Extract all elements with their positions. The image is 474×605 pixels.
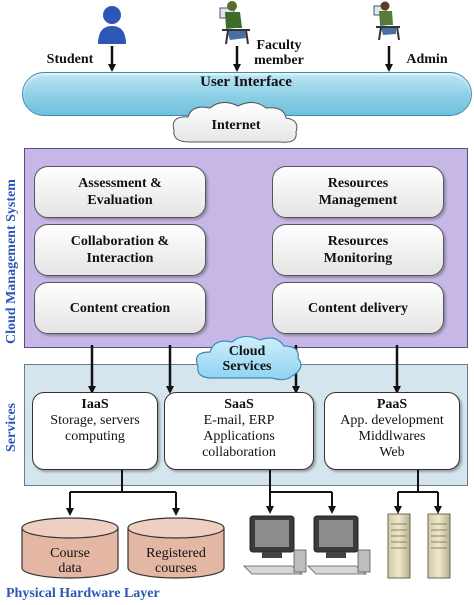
assessment-line2: Evaluation (87, 193, 153, 208)
services-side-label: Services (4, 403, 19, 452)
paas-line1: App. development (340, 413, 444, 428)
saas-line2: Applications (203, 429, 275, 444)
saas-connectors (269, 470, 332, 493)
admin-label: Admin (406, 52, 448, 67)
collaboration-interaction-box: Collaboration & Interaction (34, 224, 206, 276)
paas-line2: Middlwares (358, 429, 426, 444)
faculty-label: Faculty member (246, 38, 312, 68)
iaas-line1: Storage, servers (50, 413, 140, 428)
cloud-services-label: Cloud Services (204, 344, 290, 374)
paas-title: PaaS (376, 397, 408, 412)
collaboration-line1: Collaboration & (70, 234, 170, 249)
faculty-label-line2: member (254, 53, 304, 68)
cloud-services-cloud (195, 335, 302, 381)
resources-monitoring-line2: Monitoring (323, 251, 393, 266)
iaas-title: IaaS (81, 397, 109, 412)
physical-hardware-layer-label: Physical Hardware Layer (6, 586, 160, 601)
assessment-line1: Assessment & (78, 176, 162, 191)
saas-title: SaaS (224, 397, 254, 412)
registered-courses-line2: courses (155, 561, 197, 576)
faculty-figure-icon (219, 1, 250, 45)
registered-courses-line1: Registered (146, 546, 206, 561)
paas-box: PaaS App. development Middlwares Web (324, 392, 460, 470)
saas-box: SaaS E-mail, ERP Applications collaborat… (164, 392, 314, 470)
server-tower-icon-2 (427, 513, 451, 579)
admin-figure-icon (373, 1, 400, 41)
paas-line3: Web (379, 445, 405, 460)
iaas-line2: computing (65, 429, 125, 444)
saas-line3: collaboration (202, 445, 276, 460)
saas-line1: E-mail, ERP (203, 413, 275, 428)
iaas-connectors (70, 470, 176, 493)
student-figure-icon (98, 6, 126, 44)
paas-connectors (398, 470, 438, 493)
resources-management-line2: Management (318, 193, 398, 208)
iaas-box: IaaS Storage, servers computing (32, 392, 158, 470)
registered-courses-label: Registered courses (128, 546, 224, 576)
course-data-line2: data (58, 561, 82, 576)
content-creation-label: Content creation (69, 300, 171, 316)
content-delivery-label: Content delivery (308, 300, 408, 316)
workstation-icon-1 (243, 515, 307, 575)
resources-monitoring-line1: Resources (327, 234, 389, 249)
course-data-label: Course data (22, 546, 118, 576)
content-creation-box: Content creation (34, 282, 206, 334)
server-tower-icon-1 (387, 513, 411, 579)
workstation-icon-2 (307, 515, 371, 575)
cloud-services-line2: Services (222, 359, 272, 374)
cloud-services-line1: Cloud (228, 344, 266, 359)
registered-courses-database-icon (127, 517, 225, 579)
content-delivery-box: Content delivery (272, 282, 444, 334)
resources-management-line1: Resources (327, 176, 389, 191)
course-data-database-icon (21, 517, 119, 579)
user-interface-label: User Interface (200, 74, 292, 90)
course-data-line1: Course (50, 546, 90, 561)
cms-side-label: Cloud Management System (4, 179, 19, 344)
assessment-evaluation-box: Assessment & Evaluation (34, 166, 206, 218)
internet-label: Internet (211, 118, 261, 133)
internet-cloud (172, 102, 298, 143)
student-label: Student (46, 52, 94, 67)
faculty-label-line1: Faculty (256, 38, 302, 53)
collaboration-line2: Interaction (86, 251, 154, 266)
